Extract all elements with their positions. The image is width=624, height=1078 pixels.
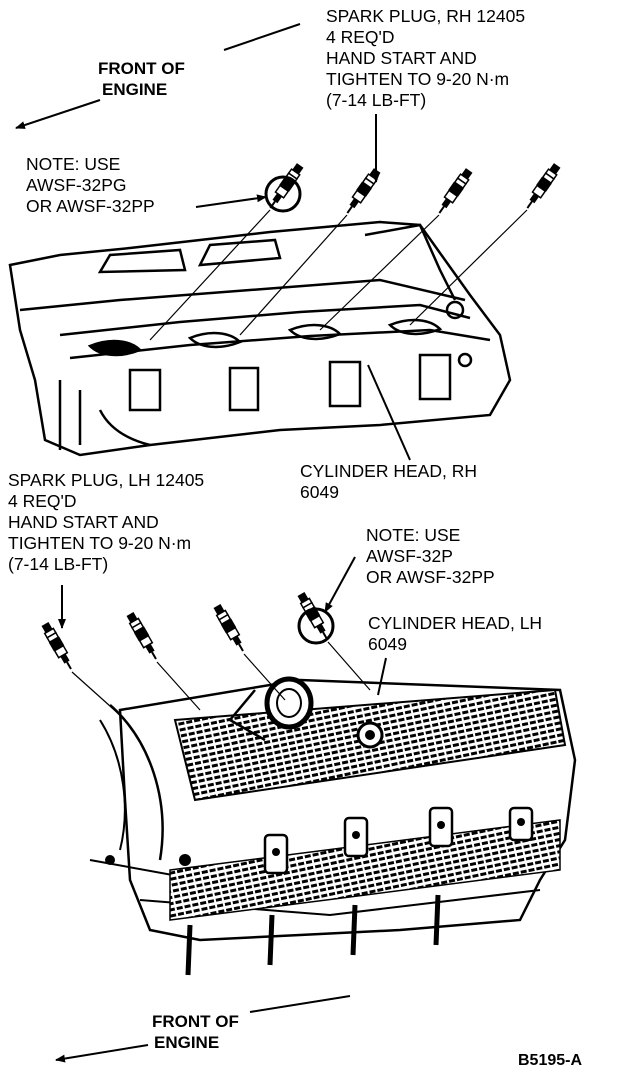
cylinder-head-lh-callout: CYLINDER HEAD, LH 6049 [368, 613, 543, 654]
leader-lines-lower [58, 556, 387, 696]
cylinder-head-rh-illustration [8, 220, 512, 457]
front-of-engine-label-bottom: FRONT OF ENGINE [152, 1012, 239, 1052]
front-arrow-top [15, 23, 301, 129]
note-rh-callout: NOTE: USE AWSF-32PG OR AWSF-32PP [26, 154, 155, 216]
leader-lines-upper [195, 114, 411, 461]
front-of-engine-label-top: FRONT OF ENGINE [98, 59, 185, 99]
spark-plug-rh-callout: SPARK PLUG, RH 12405 4 REQ'D HAND START … [326, 6, 526, 110]
spark-plug-lh-callout: SPARK PLUG, LH 12405 4 REQ'D HAND START … [8, 470, 205, 574]
spark-plugs-lh [38, 590, 371, 716]
cylinder-head-lh-illustration [89, 676, 577, 976]
note-lh-callout: NOTE: USE AWSF-32P OR AWSF-32PP [366, 525, 495, 587]
cylinder-head-rh-callout: CYLINDER HEAD, RH 6049 [300, 461, 477, 502]
front-arrow-bottom [55, 995, 351, 1063]
spark-plugs-rh [149, 160, 564, 341]
figure-code: B5195-A [518, 1052, 583, 1069]
